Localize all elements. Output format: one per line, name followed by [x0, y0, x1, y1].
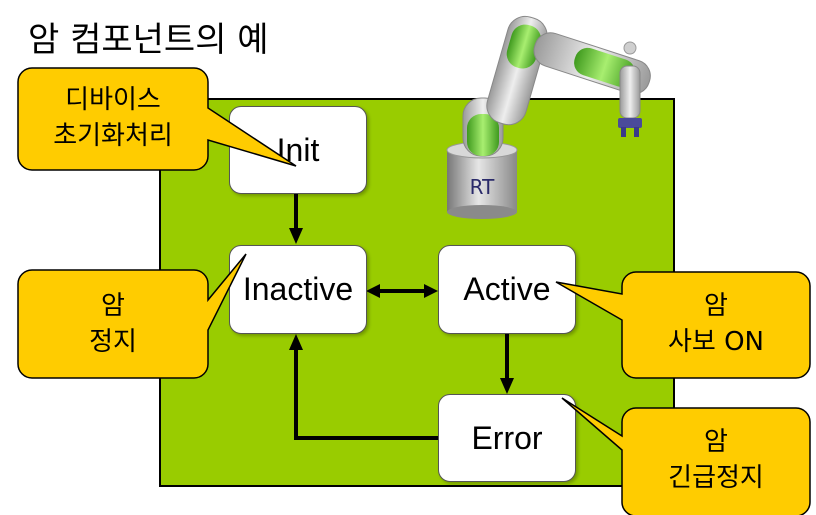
callout-inactive-text: 암 정지 — [32, 288, 194, 360]
robot-base: RT — [446, 141, 518, 219]
callout-active-line-1: 암 — [704, 291, 728, 321]
callout-init-text: 디바이스 초기화처리 — [32, 82, 194, 154]
arrow-error-to-inactive-head — [289, 334, 303, 350]
callout-error-bubble — [561, 397, 811, 515]
arrow-head-left — [366, 284, 380, 298]
callout-init-bubble — [17, 67, 297, 171]
arrow-head-right — [424, 284, 438, 298]
callout-inactive-line-1: 암 — [101, 291, 125, 321]
callout-error-line-2: 긴급정지 — [668, 463, 764, 493]
robot-base-label: RT — [470, 175, 495, 199]
arrow-init-to-inactive-head — [289, 228, 303, 244]
callout-init-line-2: 초기화처리 — [53, 121, 173, 151]
callout-init-line-1: 디바이스 — [65, 85, 161, 115]
arrow-error-to-inactive-line — [294, 348, 438, 440]
robot-wrist — [618, 41, 642, 137]
page-title: 암 컴포넌트의 예 — [28, 20, 269, 60]
callout-active-line-2: 사보 ON — [667, 327, 765, 357]
callout-inactive-line-2: 정지 — [89, 327, 137, 357]
callout-error-line-1: 암 — [704, 427, 728, 457]
state-inactive: Inactive — [229, 245, 367, 334]
callout-active-bubble — [555, 271, 811, 379]
robot-upper-arm — [486, 15, 548, 126]
callout-error-text: 암 긴급정지 — [636, 424, 796, 496]
state-error: Error — [438, 394, 576, 482]
arrow-active-to-error-head — [500, 378, 514, 394]
callout-active-text: 암 사보 ON — [636, 288, 796, 360]
callout-inactive-bubble — [17, 253, 247, 379]
state-active: Active — [438, 245, 576, 334]
